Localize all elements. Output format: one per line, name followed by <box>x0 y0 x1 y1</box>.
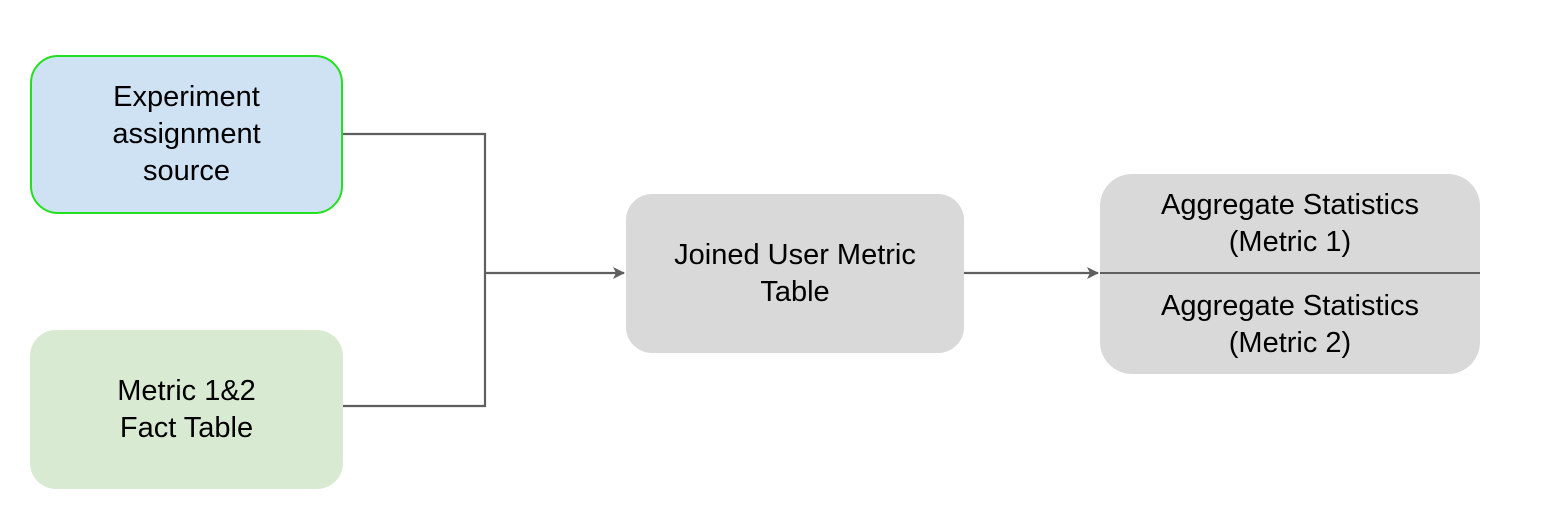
aggregate-statistics-metric-1[interactable]: Aggregate Statistics (Metric 1) <box>1100 174 1480 273</box>
connector-assignment-to-join <box>343 132 487 273</box>
experiment-assignment-source-label: Experiment assignment source <box>112 81 261 187</box>
aggregate-statistics-metric-2-label: Aggregate Statistics (Metric 2) <box>1161 289 1419 359</box>
metric-fact-table-label: Metric 1&2 Fact Table <box>117 374 256 444</box>
aggregate-statistics-metric-2[interactable]: Aggregate Statistics (Metric 2) <box>1100 275 1480 374</box>
aggregate-divider <box>1100 272 1480 274</box>
metric-fact-table-node[interactable]: Metric 1&2 Fact Table <box>30 330 343 489</box>
joined-user-metric-table-label: Joined User Metric Table <box>674 238 916 308</box>
aggregate-statistics-node[interactable]: Aggregate Statistics (Metric 1) Aggregat… <box>1100 174 1480 374</box>
experiment-assignment-source-node[interactable]: Experiment assignment source <box>30 55 343 214</box>
aggregate-statistics-metric-1-label: Aggregate Statistics (Metric 1) <box>1161 188 1419 258</box>
connector-fact-to-join <box>343 273 487 408</box>
joined-user-metric-table-node[interactable]: Joined User Metric Table <box>626 194 964 353</box>
